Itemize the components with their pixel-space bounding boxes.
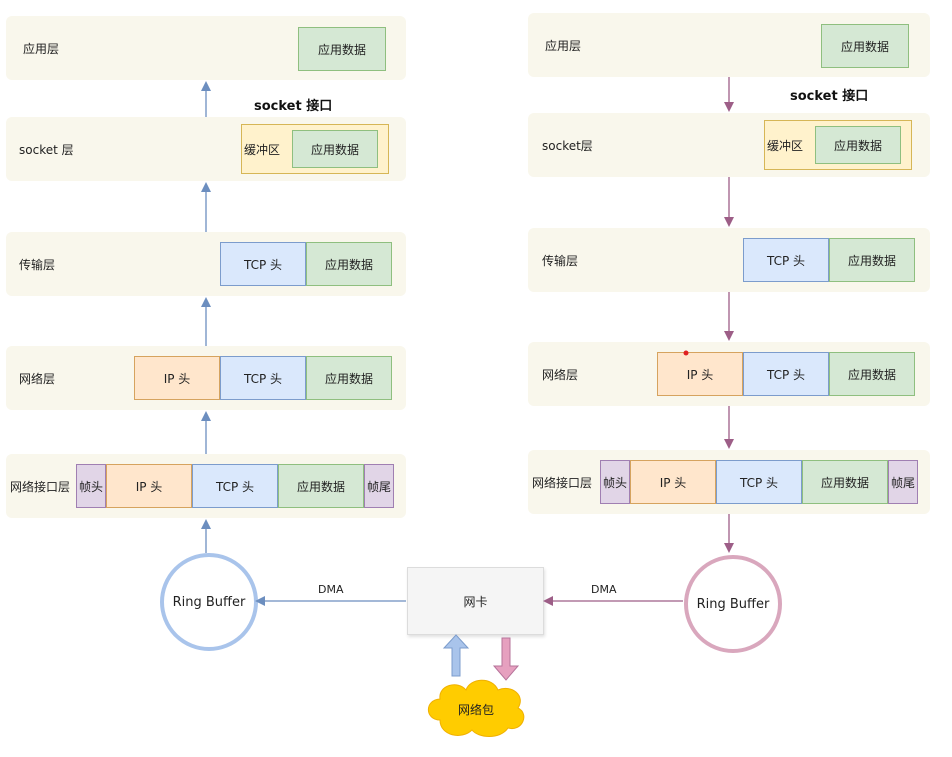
block-arrow-up-icon bbox=[442, 634, 470, 677]
right-buffer-label: 缓冲区 bbox=[767, 138, 804, 153]
left-dma-label: DMA bbox=[318, 583, 344, 596]
left-network-tcp-header: TCP 头 bbox=[220, 356, 306, 400]
block-arrow-down-icon bbox=[492, 637, 520, 681]
right-transport-layer: 传输层 TCP 头 应用数据 bbox=[528, 228, 930, 292]
right-network-layer: 网络层 IP 头 TCP 头 应用数据 bbox=[528, 342, 930, 406]
network-packet-label: 网络包 bbox=[458, 703, 495, 717]
left-transport-app-data: 应用数据 bbox=[306, 242, 392, 286]
left-network-app-data: 应用数据 bbox=[306, 356, 392, 400]
left-app-layer-app-data: 应用数据 bbox=[298, 27, 386, 71]
right-link-ip-header: IP 头 bbox=[630, 460, 716, 504]
right-socket-layer-label: socket层 bbox=[542, 139, 593, 153]
left-app-layer: 应用层 应用数据 bbox=[6, 16, 406, 80]
left-buffer-label: 缓冲区 bbox=[244, 142, 281, 157]
left-link-ip-header: IP 头 bbox=[106, 464, 192, 508]
right-frame-trailer: 帧尾 bbox=[888, 460, 918, 504]
left-frame-trailer: 帧尾 bbox=[364, 464, 394, 508]
right-socket-layer-app-data: 应用数据 bbox=[815, 126, 901, 164]
cloud-icon bbox=[427, 679, 525, 737]
right-app-layer: 应用层 应用数据 bbox=[528, 13, 930, 77]
left-socket-interface-title: socket 接口 bbox=[254, 99, 333, 114]
network-card: 网卡 bbox=[407, 567, 544, 635]
left-socket-layer-label: socket 层 bbox=[19, 143, 74, 157]
right-app-layer-label: 应用层 bbox=[545, 39, 582, 53]
left-link-tcp-header: TCP 头 bbox=[192, 464, 278, 508]
left-socket-layer: socket 层 缓冲区 应用数据 bbox=[6, 117, 406, 181]
left-app-layer-label: 应用层 bbox=[23, 42, 60, 56]
right-network-ip-header: IP 头 bbox=[657, 352, 743, 396]
left-socket-layer-app-data: 应用数据 bbox=[292, 130, 378, 168]
right-app-layer-app-data: 应用数据 bbox=[821, 24, 909, 68]
right-ring-buffer: Ring Buffer bbox=[684, 555, 782, 653]
left-link-layer: 网络接口层 帧头 IP 头 TCP 头 应用数据 帧尾 bbox=[6, 454, 406, 518]
left-transport-layer-label: 传输层 bbox=[19, 258, 56, 272]
right-socket-layer: socket层 缓冲区 应用数据 bbox=[528, 113, 930, 177]
left-network-layer: 网络层 IP 头 TCP 头 应用数据 bbox=[6, 346, 406, 410]
left-transport-layer: 传输层 TCP 头 应用数据 bbox=[6, 232, 406, 296]
right-network-tcp-header: TCP 头 bbox=[743, 352, 829, 396]
left-link-app-data: 应用数据 bbox=[278, 464, 364, 508]
right-link-layer-label: 网络接口层 bbox=[532, 476, 593, 490]
left-network-ip-header: IP 头 bbox=[134, 356, 220, 400]
right-link-app-data: 应用数据 bbox=[802, 460, 888, 504]
right-network-layer-label: 网络层 bbox=[542, 368, 579, 382]
right-network-app-data: 应用数据 bbox=[829, 352, 915, 396]
right-socket-interface-title: socket 接口 bbox=[790, 89, 869, 104]
right-link-layer: 网络接口层 帧头 IP 头 TCP 头 应用数据 帧尾 bbox=[528, 450, 930, 514]
right-ip-dot bbox=[683, 350, 689, 356]
right-dma-label: DMA bbox=[591, 583, 617, 596]
left-transport-tcp-header: TCP 头 bbox=[220, 242, 306, 286]
right-transport-tcp-header: TCP 头 bbox=[743, 238, 829, 282]
right-transport-app-data: 应用数据 bbox=[829, 238, 915, 282]
left-frame-header: 帧头 bbox=[76, 464, 106, 508]
right-link-tcp-header: TCP 头 bbox=[716, 460, 802, 504]
left-link-layer-label: 网络接口层 bbox=[10, 480, 71, 494]
left-network-layer-label: 网络层 bbox=[19, 372, 56, 386]
right-frame-header: 帧头 bbox=[600, 460, 630, 504]
right-transport-layer-label: 传输层 bbox=[542, 254, 579, 268]
